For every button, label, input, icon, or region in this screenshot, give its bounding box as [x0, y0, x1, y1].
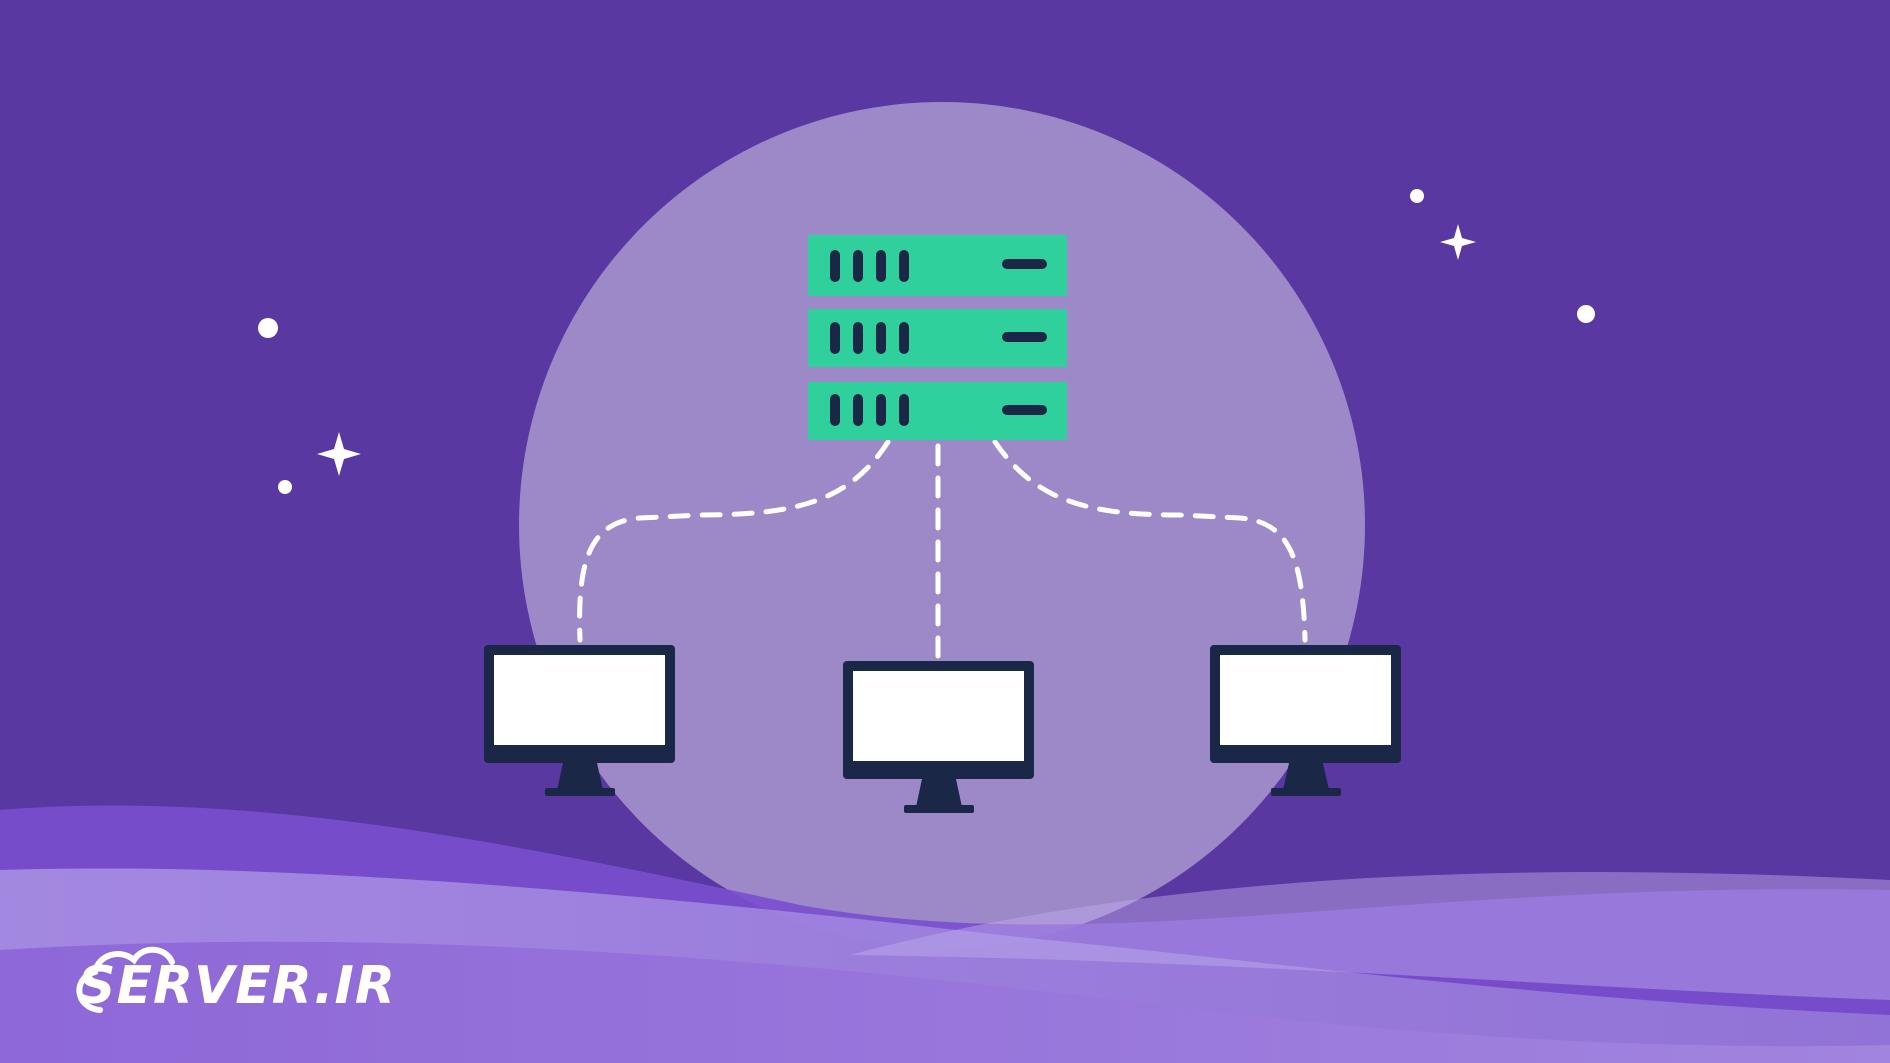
- server-unit-3: [808, 382, 1067, 440]
- monitor-center-icon: [843, 661, 1034, 813]
- dot-icon: [1577, 305, 1595, 323]
- network-connectors: [577, 439, 1308, 663]
- wave-mid: [850, 872, 1890, 1000]
- sparkle-icon: [317, 432, 361, 476]
- dot-icon: [258, 318, 278, 338]
- decorative-stars: [258, 189, 1595, 494]
- connector-right: [992, 439, 1308, 643]
- bottom-waves: [0, 805, 1890, 1063]
- cloud-icon: [76, 946, 175, 1013]
- brand-logo: SERVER.IR: [78, 956, 396, 1016]
- monitor-left-icon: [484, 645, 675, 796]
- server-unit-2: [808, 309, 1067, 367]
- backdrop-circle: [519, 102, 1365, 948]
- dot-icon: [278, 480, 292, 494]
- server-icon: [808, 235, 1067, 440]
- sparkle-icon: [1440, 224, 1476, 260]
- wave-front: [0, 941, 1890, 1063]
- dot-icon: [1410, 189, 1424, 203]
- connector-left: [577, 439, 891, 643]
- server-unit-1: [808, 235, 1067, 296]
- monitor-right-icon: [1210, 645, 1401, 796]
